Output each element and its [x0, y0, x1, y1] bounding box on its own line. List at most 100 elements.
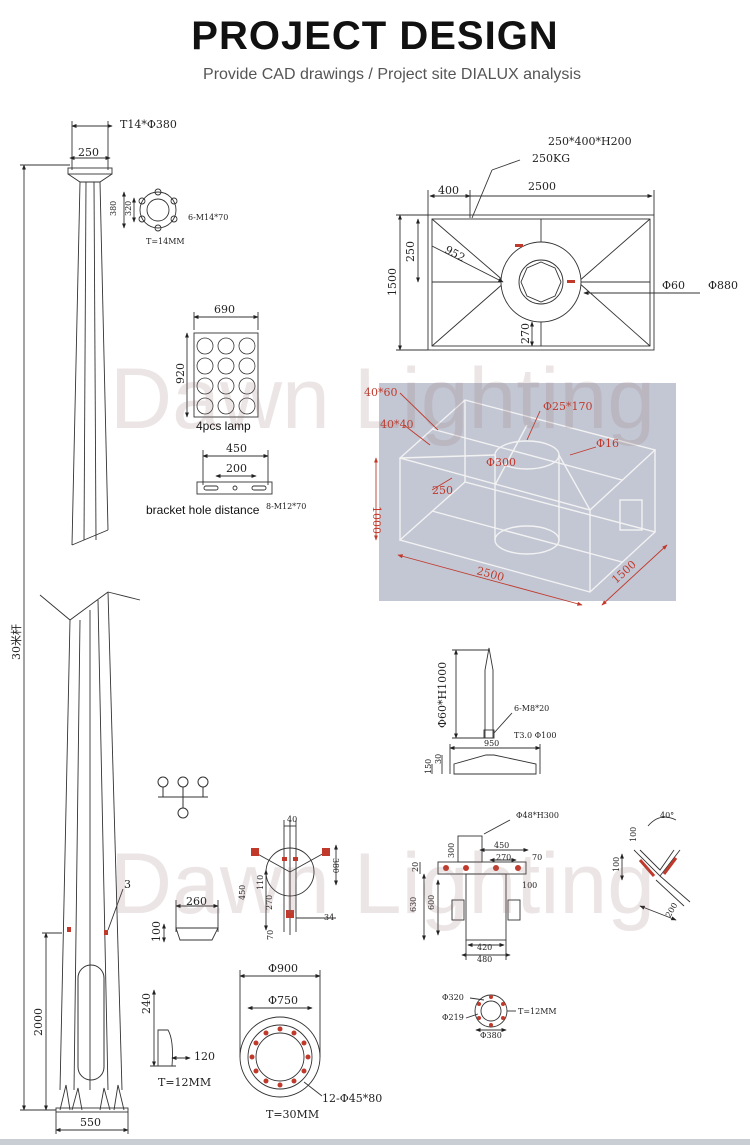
gusset-drawing: [161, 900, 219, 943]
mid-flange-outer: Φ320: [442, 993, 464, 1002]
tri-d2: 270: [265, 895, 274, 910]
bracket-outer: 450: [226, 442, 247, 455]
pole-top-width: 250: [78, 146, 99, 159]
cross-base2: 480: [477, 955, 492, 964]
frame-top-marker-1: [515, 244, 523, 247]
base-flange-holes: [249, 1026, 311, 1088]
pole-base-width: 550: [80, 1116, 101, 1129]
tri-bracket-drawing: [253, 820, 339, 935]
gusset-height: 100: [150, 921, 163, 942]
frame-3d-offset: 250: [432, 484, 453, 497]
frame-weight: 250KG: [532, 152, 570, 165]
cross-left: 20: [411, 862, 420, 872]
flange-thickness: T=14MM: [146, 237, 185, 246]
rod-h1: 150: [424, 759, 433, 774]
rod-bolts: 6-M8*20: [514, 704, 549, 713]
angle-value: 40°: [660, 811, 674, 820]
frame-3d-pin: Φ16: [596, 437, 619, 450]
flange-d2: 320: [124, 201, 133, 216]
bracket-caption: bracket hole distance: [146, 503, 260, 517]
frame-top-drawing: [396, 159, 700, 351]
rod-h2: 30: [434, 754, 443, 764]
page-title: PROJECT DESIGN: [191, 14, 559, 58]
cross-inner: 270: [496, 853, 511, 862]
frame-3d-tube1: 40*60: [364, 386, 398, 399]
watermark-bottom: Dawn Lighting: [110, 836, 656, 932]
cross-mast-inner: 600: [427, 895, 436, 910]
frame-bottom: 270: [519, 323, 532, 344]
small-flange-drawing: [121, 188, 178, 232]
frame-3d-tube2: 40*40: [380, 418, 414, 431]
rod-height: Φ60*H1000: [436, 662, 449, 728]
frame-3d-ring: Φ25*170: [543, 400, 593, 413]
stiffener-width: 120: [194, 1050, 215, 1063]
bracket-bolts: 8-M12*70: [266, 502, 306, 511]
flange-bolts: 6-M14*70: [188, 213, 228, 222]
angle-bracket-weld: [638, 857, 678, 877]
base-flange-outer: Φ900: [268, 962, 298, 975]
lamp-panel-drawing: [184, 312, 259, 418]
angle-bracket-drawing: [619, 816, 691, 921]
angle-b: 100: [612, 857, 621, 872]
mid-flange-total: Φ380: [480, 1031, 502, 1040]
frame-width: 1500: [386, 268, 399, 296]
rod-base-width: 950: [484, 739, 499, 748]
base-flange-thickness: T=30MM: [266, 1108, 319, 1121]
pole-base-height: 2000: [32, 1008, 45, 1036]
tri-arm: 450: [238, 885, 247, 900]
bracket-inner: 200: [226, 462, 247, 475]
pole-drawing: [20, 121, 141, 1134]
lamp-panel-caption: 4pcs lamp: [196, 419, 251, 433]
bottom-bar: [0, 1139, 750, 1145]
frame-top-marker-2: [567, 280, 575, 283]
pole-height-label: 30米杆: [9, 624, 23, 660]
mid-flange-inner: Φ219: [442, 1013, 464, 1022]
base-flange-drawing: [239, 970, 323, 1098]
rod-plate: T3.0 Φ100: [514, 731, 556, 740]
bracket-drawing: [196, 450, 273, 495]
mid-flange-holes: [477, 995, 505, 1027]
base-flange-bolts: 12-Φ45*80: [322, 1092, 382, 1105]
angle-a: 100: [629, 827, 638, 842]
stiffener-drawing: [150, 989, 191, 1067]
page-subtitle: Provide CAD drawings / Project site DIAL…: [203, 66, 581, 83]
stiffener-height: 240: [140, 993, 153, 1014]
pole-marker-2: [104, 930, 108, 935]
frame-side: 250: [404, 241, 417, 262]
frame-d-small: Φ60: [662, 279, 685, 292]
mid-flange-thickness: T=12MM: [518, 1007, 557, 1016]
frame-left: 400: [438, 184, 459, 197]
cross-tube: Φ48*H300: [516, 811, 559, 820]
frame-3d-height: 1000: [370, 506, 383, 534]
stiffener-thickness: T=12MM: [158, 1076, 211, 1089]
hook-rings-drawing: [157, 776, 209, 819]
tri-span: 380: [331, 858, 340, 873]
frame-3d-dims: [373, 392, 668, 606]
pole-top-dim: T14*Φ380: [120, 118, 177, 131]
tri-top: 40: [287, 815, 297, 824]
watermark-top: Dawn Lighting: [110, 351, 656, 447]
cross-mast: 630: [409, 897, 418, 912]
angle-c: 200: [664, 901, 679, 919]
frame-3d-inner: Φ300: [486, 456, 516, 469]
cross-arm-drawing: [419, 819, 529, 960]
lamp-panel-height: 920: [174, 363, 187, 384]
tri-bottom: 70: [266, 930, 275, 940]
pole-marker-1: [67, 927, 71, 932]
frame-d-large: Φ880: [708, 279, 738, 292]
cross-arm-markers: [443, 865, 521, 871]
frame-beam: 250*400*H200: [548, 135, 632, 148]
lightning-rod-drawing: [431, 647, 541, 775]
cross-ext: 100: [522, 881, 537, 890]
tri-d1: 110: [256, 875, 265, 890]
cross-base1: 420: [477, 943, 492, 952]
frame-length: 2500: [528, 180, 556, 193]
flange-d1: 380: [109, 201, 118, 216]
gusset-width: 260: [186, 895, 207, 908]
tri-bracket-markers: [251, 848, 330, 918]
pole-marker-label: 3: [124, 878, 131, 891]
base-flange-inner: Φ750: [268, 994, 298, 1007]
lamp-panel-width: 690: [214, 303, 235, 316]
cross-right: 70: [532, 853, 542, 862]
